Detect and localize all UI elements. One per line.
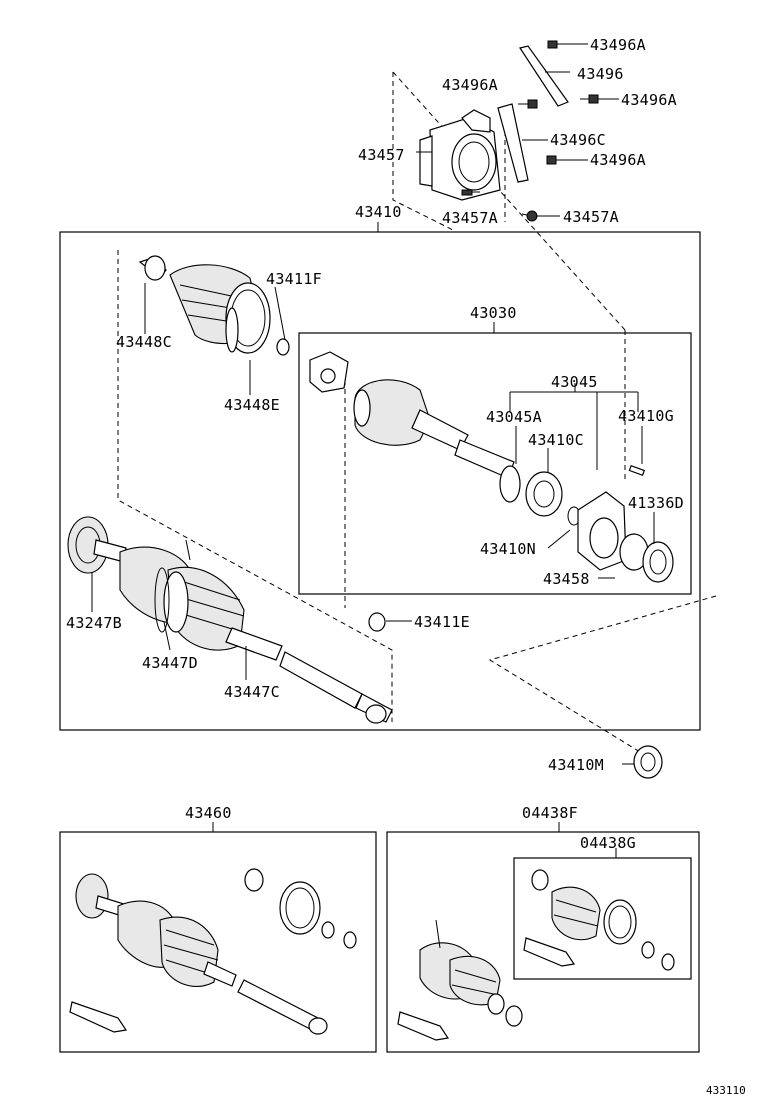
bolt-43457A-a xyxy=(461,189,480,196)
label-43410M: 43410M xyxy=(548,756,604,774)
label-43457A-2: 43457A xyxy=(563,208,619,226)
bolt-43496A-2 xyxy=(518,99,538,109)
frame-04438F xyxy=(386,831,700,1053)
label-43045: 43045 xyxy=(551,373,598,391)
inner-joint-drawing xyxy=(309,322,717,756)
label-04438G: 04438G xyxy=(580,834,636,852)
label-43496A-4: 43496A xyxy=(590,151,646,169)
kit-04438F-drawing xyxy=(397,822,675,1041)
frame-43410 xyxy=(59,231,701,731)
label-43496A-3: 43496A xyxy=(621,91,677,109)
label-43448E: 43448E xyxy=(224,396,280,414)
bolt-43496A-1 xyxy=(547,40,566,49)
label-43030: 43030 xyxy=(470,304,517,322)
label-43411F: 43411F xyxy=(266,270,322,288)
frame-43030 xyxy=(298,332,692,595)
snap-ring-43411E xyxy=(368,612,412,632)
label-43457A-1: 43457A xyxy=(442,209,498,227)
label-43457: 43457 xyxy=(358,146,405,164)
figure-code: 433110 xyxy=(706,1084,746,1097)
outer-joint-boot-drawing xyxy=(117,250,393,722)
label-43496C: 43496C xyxy=(550,131,606,149)
kit-43460-drawing xyxy=(69,822,357,1035)
bolt-43496A-3 xyxy=(580,94,599,104)
label-43410C: 43410C xyxy=(528,431,584,449)
label-43247B: 43247B xyxy=(66,614,122,632)
label-43460: 43460 xyxy=(185,804,232,822)
bolt-43496A-4 xyxy=(546,155,565,165)
label-43045A: 43045A xyxy=(486,408,542,426)
label-43496A-2: 43496A xyxy=(442,76,498,94)
frame-04438G xyxy=(513,857,692,980)
nut-43457A xyxy=(521,210,538,222)
label-04438F: 04438F xyxy=(522,804,578,822)
label-43458: 43458 xyxy=(543,570,590,588)
frame-43460 xyxy=(59,831,377,1053)
label-43496A-1: 43496A xyxy=(590,36,646,54)
label-43448C: 43448C xyxy=(116,333,172,351)
bearing-43410M xyxy=(622,745,663,779)
label-43410: 43410 xyxy=(355,203,402,221)
label-43447C: 43447C xyxy=(224,683,280,701)
label-43447D: 43447D xyxy=(142,654,198,672)
outer-joint-shaft-drawing xyxy=(67,516,393,724)
label-41336D: 41336D xyxy=(628,494,684,512)
label-43410G: 43410G xyxy=(618,407,674,425)
label-43410N: 43410N xyxy=(480,540,536,558)
bearing-bracket-drawing xyxy=(377,40,626,331)
label-43411E: 43411E xyxy=(414,613,470,631)
label-43496: 43496 xyxy=(577,65,624,83)
